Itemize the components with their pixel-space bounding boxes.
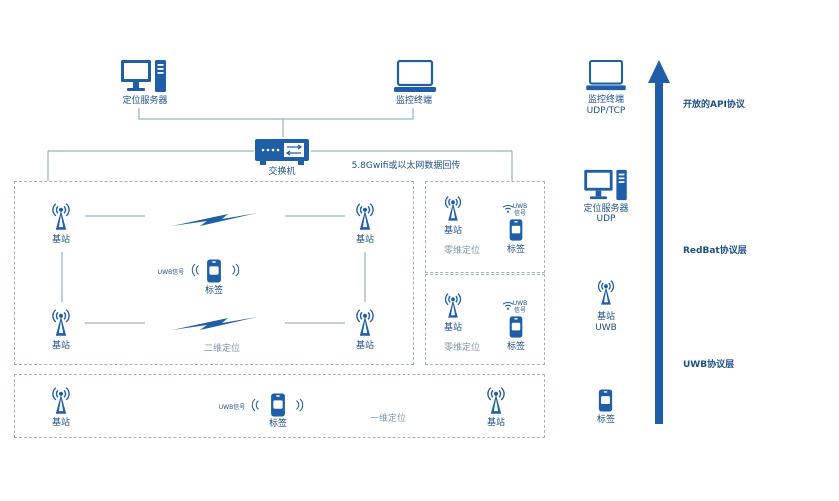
base-station-icon: [352, 306, 378, 336]
base-station-icon: [48, 306, 74, 336]
tag-icon: [509, 316, 523, 338]
tag-label: 标签: [506, 342, 526, 352]
station-label: 基站: [51, 341, 71, 351]
stack-server-label: 定位服务器: [583, 204, 629, 214]
station-label: 基站: [355, 235, 375, 245]
layer-uwb-label: UWB协议层: [683, 360, 735, 370]
uwb-signal-label: 信号: [513, 307, 527, 314]
zone-1d-box: [14, 374, 545, 438]
monitor-label: 监控终端: [395, 96, 433, 106]
base-station-icon: [483, 384, 509, 414]
monitor-icon: [585, 60, 627, 92]
zone-title-2d: 二维定位: [203, 344, 241, 354]
uwb-signal-label: UWB: [512, 300, 528, 307]
uwb-signal-label: UWB信号: [218, 404, 246, 411]
switch-icon: [254, 136, 310, 166]
uwb-signal-label: UWB信号: [157, 269, 185, 276]
base-station-icon: [441, 289, 465, 319]
station-label: 基站: [443, 226, 463, 236]
signal-waves-icon: [293, 398, 305, 412]
zone-title-0d: 零维定位: [443, 246, 481, 256]
tag-label: 标签: [268, 419, 288, 429]
zone-2d-box: [14, 181, 414, 365]
base-station-icon: [352, 200, 378, 230]
stack-server-protocol: UDP: [596, 214, 616, 224]
base-station-icon: [48, 200, 74, 230]
zone-0d-a-box: [425, 181, 545, 273]
server-icon: [583, 168, 629, 202]
signal-waves-icon: [229, 263, 241, 277]
station-label: 基站: [355, 341, 375, 351]
layer-api-label: 开放的API协议: [683, 100, 745, 110]
monitor-icon: [393, 60, 437, 94]
station-label: 基站: [51, 418, 71, 428]
zone-title-0d: 零维定位: [443, 343, 481, 353]
link-label: 5.8Gwifi或以太网数据回传: [351, 161, 461, 171]
uwb-signal-label: 信号: [513, 210, 527, 217]
tag-icon: [598, 389, 613, 412]
stack-station-protocol: UWB: [595, 323, 617, 333]
stack-tag-label: 标签: [596, 415, 616, 425]
signal-waves-icon: [250, 398, 262, 412]
stack-monitor-protocol: UDP/TCP: [586, 106, 626, 116]
tag-icon: [206, 259, 222, 283]
layer-redbat-label: RedBat协议层: [683, 246, 747, 256]
stack-station-label: 基站: [596, 312, 616, 322]
tag-label: 标签: [506, 245, 526, 255]
tag-label: 标签: [204, 286, 224, 296]
base-station-icon: [441, 192, 465, 222]
server-icon: [120, 58, 168, 94]
signal-waves-icon: [190, 263, 202, 277]
tag-icon: [270, 393, 286, 417]
stack-monitor-label: 监控终端: [587, 95, 625, 105]
station-label: 基站: [486, 418, 506, 428]
tag-icon: [509, 219, 523, 241]
base-station-icon: [594, 276, 618, 306]
zone-title-1d: 一维定位: [369, 414, 407, 424]
zone-0d-b-box: [425, 274, 545, 365]
uwb-signal-label: UWB: [512, 203, 528, 210]
station-label: 基站: [51, 235, 71, 245]
switch-label: 交换机: [268, 167, 296, 177]
base-station-icon: [48, 384, 74, 414]
server-label: 定位服务器: [122, 96, 168, 106]
station-label: 基站: [443, 323, 463, 333]
